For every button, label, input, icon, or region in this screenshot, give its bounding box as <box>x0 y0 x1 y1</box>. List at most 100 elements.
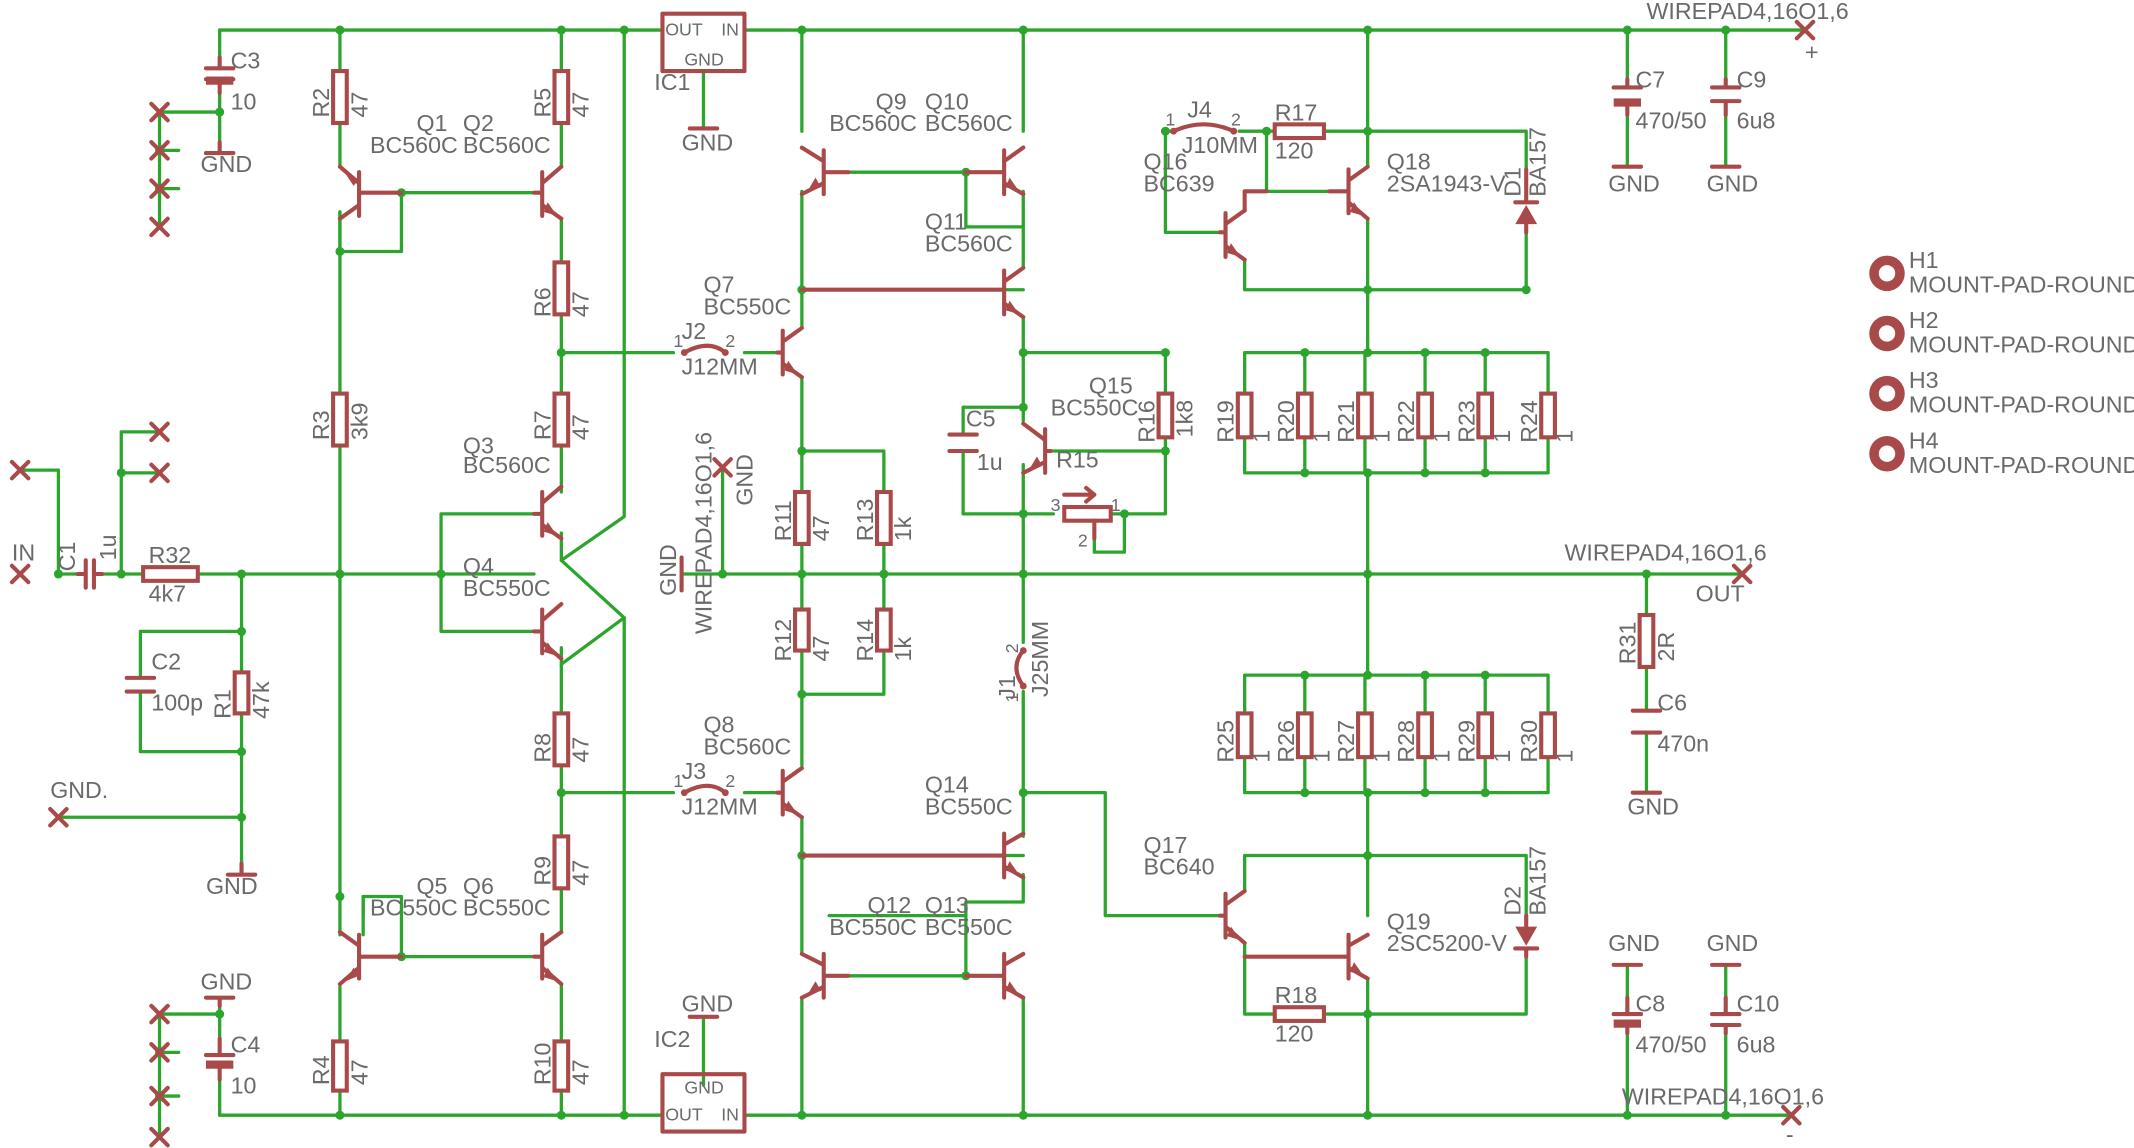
wirepad-minus: WIREPAD4,16O1,6 <box>1622 1083 1824 1109</box>
gnd-label: GND <box>1707 930 1759 956</box>
jumpers <box>680 122 1238 797</box>
r15-pin1: 1 <box>1111 495 1121 515</box>
gnd-label: GND <box>682 990 734 1016</box>
wirepad-out: WIREPAD4,16O1,6 <box>1564 539 1766 565</box>
c7-value: 470/50 <box>1636 107 1707 133</box>
r26-name: R26 <box>1273 720 1299 763</box>
r4-value: 47 <box>346 1059 372 1085</box>
r24-name: R24 <box>1516 400 1542 443</box>
q5-value: BC550C <box>370 895 458 921</box>
c5-name: C5 <box>966 405 996 431</box>
c5-value: 1u <box>977 449 1003 475</box>
r16-name: R16 <box>1133 400 1159 443</box>
gnd-label: GND <box>1707 170 1759 196</box>
r28-name: R28 <box>1393 720 1419 763</box>
ic1-name: IC1 <box>654 69 690 95</box>
minus-label: - <box>1786 1122 1794 1148</box>
q5-name: Q5 <box>416 873 447 899</box>
r18-name: R18 <box>1275 982 1318 1008</box>
r13-name: R13 <box>852 499 878 542</box>
q1-value: BC560C <box>370 132 458 158</box>
h1-name: H1 <box>1909 247 1939 273</box>
c1-value: 1u <box>95 535 121 561</box>
ic1-out: OUT <box>665 20 703 40</box>
q3-name: Q3 <box>463 433 494 459</box>
q19-name: Q19 <box>1387 908 1431 934</box>
r29-value: 1 <box>1489 750 1515 763</box>
r25-name: R25 <box>1213 720 1239 763</box>
r29-name: R29 <box>1453 720 1479 763</box>
q8-value: BC560C <box>703 733 791 759</box>
r21-value: 1 <box>1369 430 1395 443</box>
r8-name: R8 <box>529 733 555 763</box>
q7-value: BC550C <box>703 293 791 319</box>
q4-name: Q4 <box>463 553 494 579</box>
c7-name: C7 <box>1636 66 1666 92</box>
j2-pin2: 2 <box>725 331 735 351</box>
r5-name: R5 <box>529 88 555 118</box>
q18-value: 2SA1943-V <box>1387 170 1506 196</box>
j4-pin1: 1 <box>1165 110 1175 130</box>
r15-pin2: 2 <box>1078 531 1088 551</box>
c6-value: 470n <box>1657 731 1709 757</box>
j3-pin1: 1 <box>673 771 683 791</box>
c8-name: C8 <box>1636 990 1666 1016</box>
ic2-name: IC2 <box>654 1026 690 1052</box>
q7-name: Q7 <box>703 271 734 297</box>
q11-value: BC560C <box>925 230 1013 256</box>
c10-value: 6u8 <box>1737 1031 1776 1057</box>
j1-pin1: 1 <box>1002 693 1022 703</box>
r23-name: R23 <box>1453 400 1479 443</box>
r32-name: R32 <box>149 542 192 568</box>
q9-name: Q9 <box>876 88 907 114</box>
r12-value: 47 <box>808 636 834 662</box>
r9-name: R9 <box>529 856 555 886</box>
r6-name: R6 <box>529 287 555 317</box>
r26-value: 1 <box>1308 750 1334 763</box>
r3-value: 3k9 <box>346 403 372 440</box>
ground-symbols <box>203 126 1742 1019</box>
transistors <box>337 145 1370 1000</box>
j1-name: J1 <box>994 675 1020 700</box>
gnd-label: GND <box>682 129 734 155</box>
ic2-out: OUT <box>665 1105 703 1125</box>
r1-value: 47k <box>248 681 274 719</box>
d2-value: BA157 <box>1524 846 1550 916</box>
j2-value: J12MM <box>682 353 758 379</box>
j3-value: J12MM <box>682 794 758 820</box>
q10-name: Q10 <box>925 88 969 114</box>
j3-name: J3 <box>682 758 707 784</box>
c2-name: C2 <box>151 649 181 675</box>
r21-name: R21 <box>1333 400 1359 443</box>
r11-name: R11 <box>770 500 796 541</box>
gnd-label: GND <box>201 151 253 177</box>
r17-name: R17 <box>1275 99 1318 125</box>
c9-name: C9 <box>1737 66 1767 92</box>
r15-pin3: 3 <box>1051 495 1061 515</box>
c4-name: C4 <box>231 1031 261 1057</box>
h1-value: MOUNT-PAD-ROUND3.2 <box>1909 271 2134 297</box>
j2-pin1: 1 <box>673 331 683 351</box>
q16-value: BC639 <box>1144 170 1215 196</box>
c3-value: 10 <box>231 88 257 114</box>
j2-name: J2 <box>682 318 707 344</box>
q12-name: Q12 <box>867 892 911 918</box>
r10-name: R10 <box>529 1043 555 1086</box>
r3-name: R3 <box>308 410 334 440</box>
r14-value: 1k <box>890 637 916 662</box>
d2-name: D2 <box>1500 886 1526 916</box>
r2-value: 47 <box>346 92 372 118</box>
q16-name: Q16 <box>1144 148 1188 174</box>
r30-name: R30 <box>1516 720 1542 763</box>
r4-name: R4 <box>308 1055 334 1085</box>
r24-value: 1 <box>1552 430 1578 443</box>
h4-name: H4 <box>1909 427 1939 453</box>
r19-value: 1 <box>1248 430 1274 443</box>
wirepad-plus: WIREPAD4,16O1,6 <box>1646 0 1848 24</box>
c4-value: 10 <box>231 1072 257 1098</box>
q6-value: BC550C <box>463 895 551 921</box>
q15-value: BC550C <box>1051 394 1139 420</box>
r13-value: 1k <box>890 516 916 541</box>
q10-value: BC560C <box>925 110 1013 136</box>
